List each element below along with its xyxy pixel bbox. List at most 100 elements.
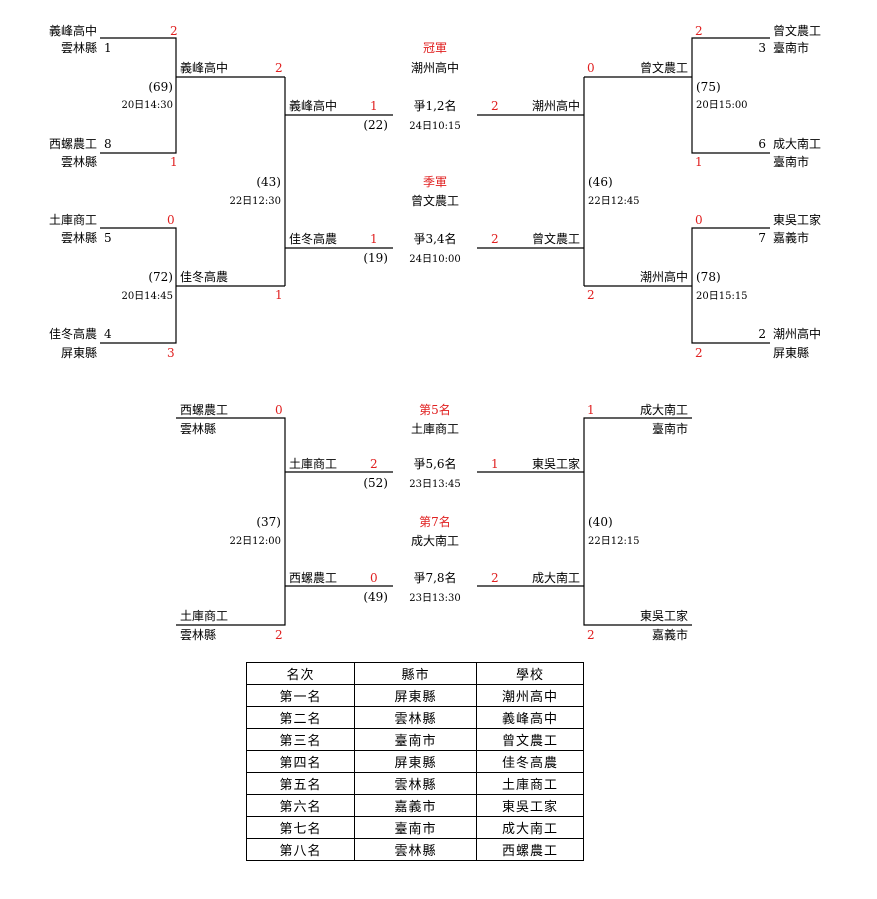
fifth-right-score: 1: [491, 457, 499, 471]
third-label: 爭3,4名: [413, 231, 456, 246]
school-cell: 佳冬高農: [476, 750, 584, 773]
school-cell: 西螺農工: [476, 838, 584, 861]
final-ranking-table: 名次 縣市 學校 第一名屏東縣潮州高中 第二名雲林縣義峰高中 第三名臺南市曾文農…: [246, 662, 584, 861]
third-left-team: 佳冬高農: [289, 231, 337, 246]
third-title: 季軍: [423, 175, 447, 189]
county-cell: 雲林縣: [354, 706, 477, 729]
right-r1-bracket-b: [691, 227, 770, 344]
final-label: 爭1,2名: [413, 98, 456, 113]
third-team: 曾文農工: [411, 193, 459, 208]
third-left-score: 1: [370, 232, 378, 246]
team-name: 土庫商工: [180, 608, 228, 623]
game-number: (75): [696, 80, 721, 94]
team-score: 1: [170, 155, 178, 169]
table-row: 第三名臺南市曾文農工: [246, 728, 584, 751]
game-time: 20日15:00: [696, 100, 748, 111]
fifth-left-team: 土庫商工: [289, 456, 337, 471]
header-school: 學校: [476, 662, 584, 685]
tournament-bracket: 義峰高中 雲林縣 1 2 西螺農工 8 雲林縣 1 土庫商工 雲林縣 5 0 佳…: [49, 23, 821, 642]
team-county: 嘉義市: [652, 627, 688, 642]
game-number: (69): [148, 80, 173, 94]
rank-cell: 第二名: [246, 706, 355, 729]
game-number: (46): [588, 175, 613, 189]
final-right-score: 2: [491, 99, 499, 113]
table-row: 第六名嘉義市東吳工家: [246, 794, 584, 817]
school-cell: 成大南工: [476, 816, 584, 839]
team-county: 屏東縣: [773, 346, 809, 360]
team-seed: 3: [758, 41, 766, 55]
fifth-game-time: 23日13:45: [409, 479, 461, 490]
school-cell: 東吳工家: [476, 794, 584, 817]
table-row: 第四名屏東縣佳冬高農: [246, 750, 584, 773]
team-seed: 1: [104, 41, 112, 55]
county-cell: 雲林縣: [354, 838, 477, 861]
qf-score: 0: [587, 61, 595, 75]
game-number: (40): [588, 515, 613, 529]
team-seed: 2: [758, 327, 766, 341]
team-score: 1: [695, 155, 703, 169]
header-rank: 名次: [246, 662, 355, 685]
fifth-title: 第5名: [419, 402, 451, 417]
header-county: 縣市: [354, 662, 477, 685]
team-score: 0: [695, 213, 703, 227]
school-cell: 潮州高中: [476, 684, 584, 707]
center-main: 冠軍 潮州高中 爭1,2名 (22) 24日10:15 季軍 曾文農工 爭3,4…: [363, 41, 460, 265]
third-right-team: 曾文農工: [532, 231, 580, 246]
table-row: 第五名雲林縣土庫商工: [246, 772, 584, 795]
team-name: 義峰高中: [49, 23, 97, 38]
team-name: 東吳工家: [640, 608, 688, 623]
team-score: 2: [695, 346, 703, 360]
fifth-right-team: 東吳工家: [532, 456, 580, 471]
left-r1-bracket-b: [100, 227, 177, 344]
seventh-game-number: (49): [363, 590, 388, 604]
team-county: 雲林縣: [180, 628, 216, 642]
center-placement: 第5名 土庫商工 爭5,6名 (52) 23日13:45 第7名 成大南工 爭7…: [363, 402, 460, 604]
rank-cell: 第三名: [246, 728, 355, 751]
final-game-number: (22): [363, 118, 388, 132]
fifth-left-score: 2: [370, 457, 378, 471]
rank-cell: 第八名: [246, 838, 355, 861]
game-time: 22日12:15: [588, 536, 640, 547]
place-right-bracket: [583, 417, 692, 626]
left-main-bracket: 義峰高中 雲林縣 1 2 西螺農工 8 雲林縣 1 土庫商工 雲林縣 5 0 佳…: [49, 23, 378, 360]
seventh-title: 第7名: [419, 514, 451, 529]
game-time: 20日14:45: [121, 291, 173, 302]
team-score: 2: [695, 24, 703, 38]
qf-winner: 曾文農工: [640, 60, 688, 75]
team-seed: 4: [104, 327, 112, 341]
place-left-bracket: [176, 417, 286, 626]
right-r1-bracket-a: [691, 37, 770, 154]
seventh-left-score: 0: [370, 571, 378, 585]
team-score: 0: [167, 213, 175, 227]
county-cell: 臺南市: [354, 728, 477, 751]
qf-score: 2: [587, 288, 595, 302]
table-row: 第一名屏東縣潮州高中: [246, 684, 584, 707]
qf-winner: 潮州高中: [640, 269, 688, 284]
team-seed: 8: [104, 137, 112, 151]
champion-title: 冠軍: [423, 41, 447, 55]
team-name: 成大南工: [773, 136, 821, 151]
seventh-left-team: 西螺農工: [289, 571, 337, 585]
team-name: 土庫商工: [49, 212, 97, 227]
main-bracket-lines: [100, 37, 770, 344]
team-name: 西螺農工: [180, 403, 228, 417]
third-right-score: 2: [491, 232, 499, 246]
table-row: 第七名臺南市成大南工: [246, 816, 584, 839]
team-name: 佳冬高農: [49, 326, 97, 341]
seventh-right-score: 2: [491, 571, 499, 585]
rank-cell: 第七名: [246, 816, 355, 839]
fifth-team: 土庫商工: [411, 421, 459, 436]
qf-winner: 義峰高中: [180, 60, 228, 75]
table-header-row: 名次 縣市 學校: [246, 662, 584, 685]
rank-cell: 第五名: [246, 772, 355, 795]
team-county: 雲林縣: [180, 422, 216, 436]
team-name: 西螺農工: [49, 137, 97, 151]
final-right-team: 潮州高中: [532, 98, 580, 113]
team-name: 東吳工家: [773, 212, 821, 227]
final-left-score: 1: [370, 99, 378, 113]
game-time: 22日12:45: [588, 196, 640, 207]
seventh-label: 爭7,8名: [413, 570, 456, 585]
team-name: 曾文農工: [773, 23, 821, 38]
county-cell: 臺南市: [354, 816, 477, 839]
left-r1-bracket-a: [100, 37, 177, 154]
